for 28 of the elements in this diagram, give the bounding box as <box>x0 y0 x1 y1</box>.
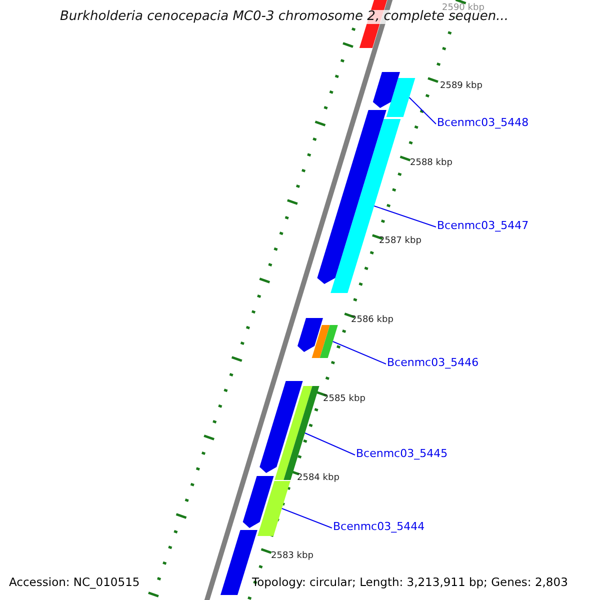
leader-line <box>408 97 436 124</box>
tick-label: 2586 kbp <box>351 316 394 326</box>
gene-bar <box>312 325 338 358</box>
gene-bar <box>258 481 290 536</box>
gene-bar <box>298 318 323 352</box>
gene-label: Bcenmc03_5444 <box>333 521 425 534</box>
tick-label: 2584 kbp <box>297 474 340 484</box>
tick-label: 2587 kbp <box>379 237 422 247</box>
leader-line <box>304 432 356 456</box>
tick-label: 2585 kbp <box>323 395 366 405</box>
gene-bar <box>330 119 401 293</box>
gene-label: Bcenmc03_5447 <box>437 220 529 232</box>
gene-label: Bcenmc03_5445 <box>356 448 448 460</box>
gene-label: Bcenmc03_5448 <box>437 117 529 130</box>
leader-line <box>281 508 332 528</box>
tick-label: 2589 kbp <box>440 82 482 92</box>
tick-label: 2588 kbp <box>410 159 452 169</box>
gene-bar <box>372 72 400 108</box>
tick-label: 2583 kbp <box>271 552 314 562</box>
gene-bar <box>242 476 274 528</box>
gene-bar <box>260 381 303 473</box>
gene-bar <box>274 386 320 480</box>
gene-bar <box>386 78 416 117</box>
tick-label: 2590 kbp <box>442 4 484 13</box>
gene-label: Bcenmc03_5446 <box>387 357 479 370</box>
accession-text: Accession: NC_010515 <box>9 576 140 589</box>
title: Burkholderia cenocepacia MC0-3 chromosome 2, complete sequen... <box>60 10 508 24</box>
genome-info-text: Topology: circular; Length: 3,213,911 bp; Genes: 2,803 <box>252 576 568 589</box>
